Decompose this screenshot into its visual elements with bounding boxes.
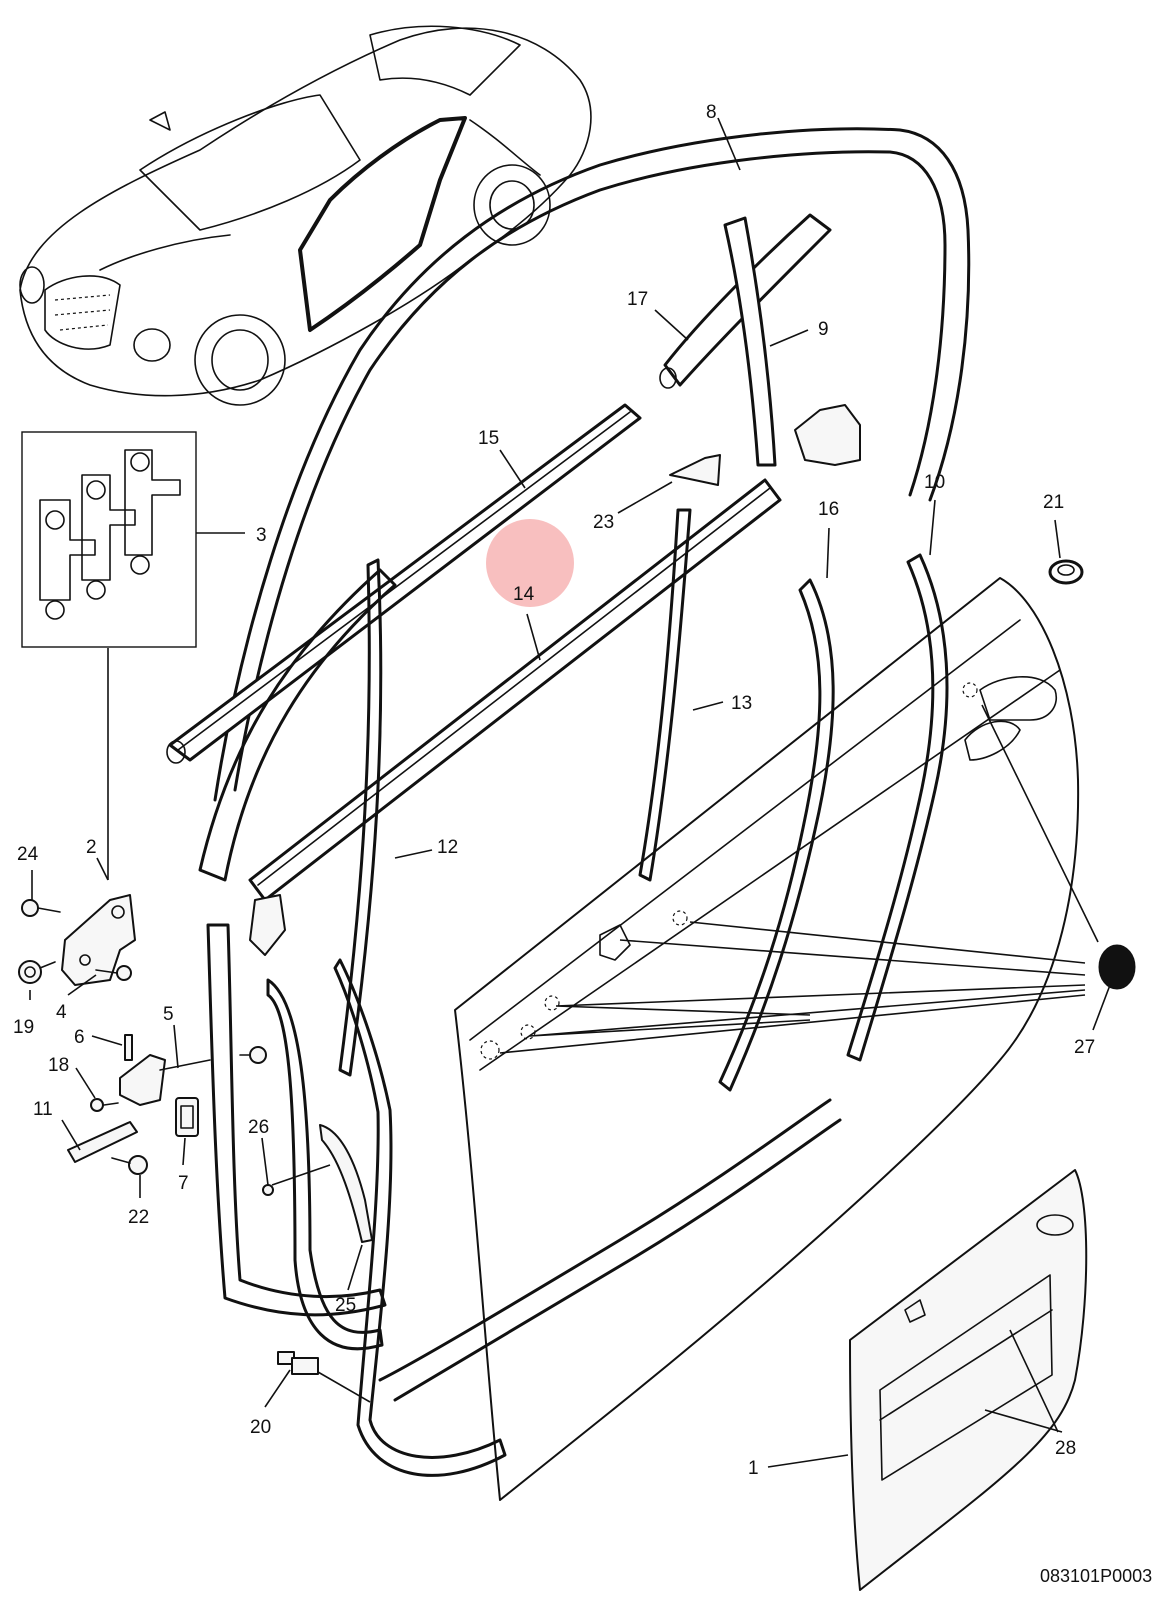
bracket-11 xyxy=(67,1121,138,1163)
callout-12[interactable]: 12 xyxy=(437,837,458,858)
plug-27 xyxy=(1098,944,1136,990)
callout-17[interactable]: 17 xyxy=(627,289,648,310)
a-pillar-trim xyxy=(198,558,397,1077)
belt-moulding-15 xyxy=(166,403,642,764)
callout-9[interactable]: 9 xyxy=(818,319,829,340)
callout-1[interactable]: 1 xyxy=(748,1458,759,1479)
car-overview-illustration xyxy=(19,25,592,406)
bolt-24 xyxy=(21,899,61,917)
callout-18[interactable]: 18 xyxy=(48,1055,69,1076)
callout-10[interactable]: 10 xyxy=(924,472,945,493)
callout-labels: 1 2 3 4 5 6 7 8 9 10 11 12 13 14 15 16 1… xyxy=(13,102,1095,1479)
hinge-assembly xyxy=(61,894,136,986)
callout-24[interactable]: 24 xyxy=(17,844,39,865)
screw-18 xyxy=(90,1098,119,1112)
door-frame-seal-8 xyxy=(213,127,971,802)
callout-22[interactable]: 22 xyxy=(128,1207,149,1228)
belt-moulding-14 xyxy=(248,478,782,956)
check-strap-5 xyxy=(119,1046,267,1106)
callout-27[interactable]: 27 xyxy=(1074,1037,1095,1058)
callout-15[interactable]: 15 xyxy=(478,428,499,449)
clip-23 xyxy=(669,454,721,486)
striker-7 xyxy=(175,1097,199,1137)
callout-13[interactable]: 13 xyxy=(731,693,752,714)
seal-10 xyxy=(846,553,949,1062)
pin-6 xyxy=(124,1034,133,1061)
callout-8[interactable]: 8 xyxy=(706,102,717,123)
callout-23[interactable]: 23 xyxy=(593,512,614,533)
clip-kit-inset xyxy=(21,431,197,648)
callout-25[interactable]: 25 xyxy=(335,1295,356,1316)
door-opening-seal xyxy=(206,923,507,1477)
door-trim-panel xyxy=(849,1169,1088,1591)
seal-16 xyxy=(718,578,835,1092)
clip-25 xyxy=(319,1124,373,1243)
seal-13 xyxy=(638,508,692,882)
door-shell xyxy=(378,577,1080,1501)
callout-28[interactable]: 28 xyxy=(1055,1438,1076,1459)
callout-20[interactable]: 20 xyxy=(250,1417,271,1438)
callout-21[interactable]: 21 xyxy=(1043,492,1064,513)
callout-highlight-marker xyxy=(486,519,574,607)
callout-16[interactable]: 16 xyxy=(818,499,839,520)
leader-lines xyxy=(29,117,1111,1468)
callout-26[interactable]: 26 xyxy=(248,1117,269,1138)
stud-20 xyxy=(277,1351,319,1375)
callout-6[interactable]: 6 xyxy=(74,1027,85,1048)
screw-26 xyxy=(262,1184,274,1196)
callout-19[interactable]: 19 xyxy=(13,1017,34,1038)
corner-piece xyxy=(794,404,861,466)
callout-2[interactable]: 2 xyxy=(86,837,97,858)
callout-3[interactable]: 3 xyxy=(256,525,267,546)
window-seal-9 xyxy=(723,216,777,467)
bolt-22 xyxy=(111,1155,148,1175)
bolt-19 xyxy=(18,960,56,984)
grommet-21 xyxy=(1048,559,1084,585)
callout-14[interactable]: 14 xyxy=(513,584,535,605)
document-id: 083101P0003 xyxy=(1040,1566,1152,1586)
callout-7[interactable]: 7 xyxy=(178,1173,189,1194)
bolt-4 xyxy=(95,965,132,981)
callout-4[interactable]: 4 xyxy=(56,1002,67,1023)
callout-11[interactable]: 11 xyxy=(33,1099,53,1120)
callout-5[interactable]: 5 xyxy=(163,1004,174,1025)
